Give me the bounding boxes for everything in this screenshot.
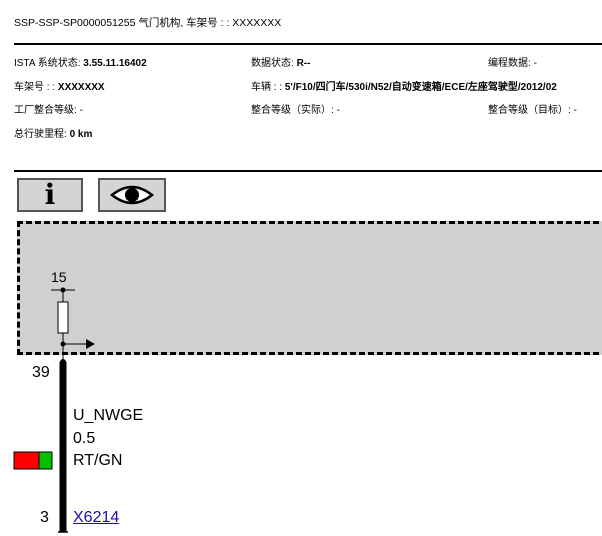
view-button[interactable] [98, 178, 166, 212]
eye-icon [110, 185, 154, 205]
target-integration-level: 整合等级（目标）: - [488, 105, 577, 116]
signal-name: U_NWGE [73, 407, 144, 424]
vehicle: 车辆 : : 5'/F10/四门车/530i/N52/自动变速箱/ECE/左座驾… [251, 82, 557, 93]
control-unit-box [17, 221, 602, 355]
resistor [57, 301, 69, 334]
wire-size: 0.5 [73, 430, 96, 447]
actual-integration-level: 整合等级（实际）: - [251, 105, 340, 116]
arrow-icon [86, 339, 95, 349]
pin-number-bottom: 3 [40, 509, 49, 526]
page-title: SSP-SSP-SP0000051255 气门机构, 车架号 : : XXXXX… [14, 17, 282, 29]
factory-integration-level: 工厂整合等级: - [14, 105, 83, 116]
wire-color-red [13, 451, 40, 470]
node-mid [60, 341, 66, 347]
vin: 车架号 : : XXXXXXX [14, 82, 105, 93]
wire-color-green [38, 451, 53, 470]
connector-link[interactable]: X6214 [73, 509, 120, 526]
ista-status: ISTA 系统状态: 3.55.11.16402 [14, 58, 147, 69]
divider [14, 170, 602, 172]
total-mileage: 总行驶里程: 0 km [14, 129, 93, 140]
programming-data: 编程数据: - [488, 58, 537, 69]
wire-color: RT/GN [73, 452, 123, 469]
info-button[interactable]: i [17, 178, 83, 212]
node-top [60, 287, 66, 293]
info-icon: i [44, 178, 56, 211]
pin-number-top: 39 [32, 364, 50, 381]
divider [14, 43, 602, 45]
data-status: 数据状态: R-- [251, 58, 311, 69]
terminal-label: 15 [51, 269, 67, 285]
